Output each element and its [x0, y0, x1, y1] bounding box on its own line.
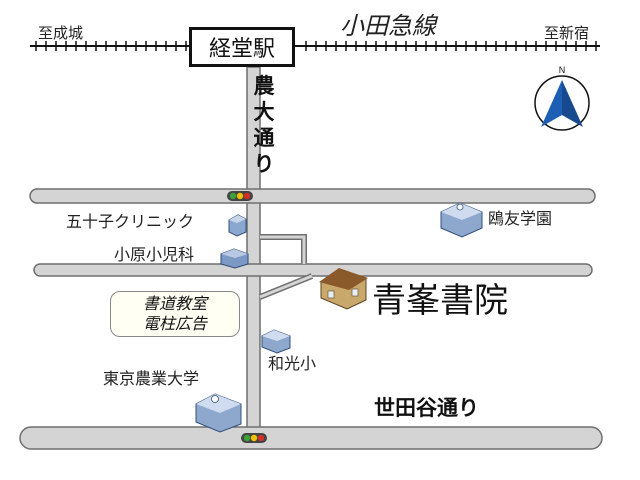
traffic-signal-icon [241, 433, 267, 443]
callout-line-2: 電柱広告 [142, 314, 207, 333]
callout-line-1: 書道教室 [142, 294, 207, 313]
setagaya-dori-label: 世田谷通り [374, 396, 479, 420]
house-icon-seiho [319, 268, 368, 310]
pediatrics-label: 小原小児科 [114, 245, 195, 264]
school-icon-university [195, 393, 242, 433]
setagaya-dori-road [19, 426, 603, 450]
railway-line-label: 小田急線 [340, 12, 436, 40]
school-icon-kamome [440, 202, 483, 238]
kamome-school-label: 鴎友学園 [488, 209, 553, 228]
pediatrics-building-icon [220, 248, 249, 269]
svg-text:N: N [559, 65, 566, 75]
traffic-signal-icon [227, 191, 253, 201]
tokyo-agri-univ-label: 東京農業大学 [103, 369, 200, 388]
destination-label: 青峯書院 [372, 281, 508, 321]
direction-left-label: 至成城 [38, 24, 84, 42]
clinic-label: 五十子クリニック [66, 212, 195, 231]
side-lane [260, 234, 307, 264]
railway-line [30, 41, 600, 51]
station-label: 経堂駅 [189, 27, 295, 67]
compass-icon: N [534, 65, 590, 131]
school-icon-wako [261, 329, 291, 354]
wako-elementary-label: 和光小 [268, 354, 317, 373]
pole-ad-callout: 書道教室 電柱広告 [110, 291, 240, 337]
nodai-dori-label: 農 大 通 り [253, 74, 275, 176]
middle-road [33, 263, 593, 277]
clinic-building-icon [228, 214, 247, 237]
upper-road [29, 188, 596, 204]
direction-right-label: 至新宿 [544, 24, 590, 42]
